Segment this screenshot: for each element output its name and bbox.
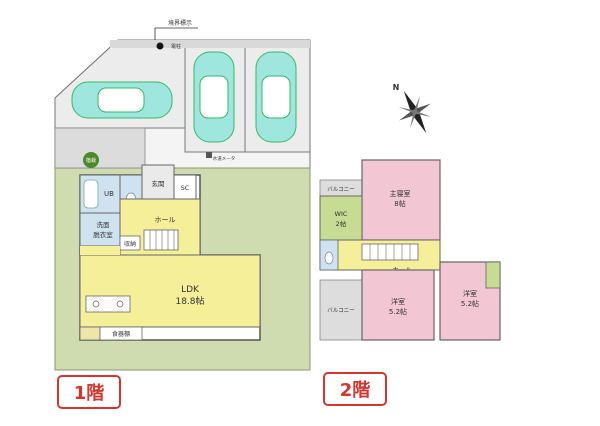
floor1-badge: 1階 [57,375,121,409]
ldk [79,254,261,328]
storage-label: 収納 [124,240,136,248]
wic-label: WIC [335,210,348,218]
boundary-marker-label: 境界標示 [168,19,192,27]
floor2-badge: 2階 [323,372,387,406]
tree-icon [83,152,99,168]
western-room-2-size: 5.2帖 [461,299,479,308]
compass-north-label: N [393,83,400,92]
entrance-label: 玄関 [152,179,165,188]
stairs [143,229,179,251]
wic [319,195,363,241]
ldk-size-label: 18.8帖 [175,295,204,307]
compass [398,90,432,134]
approach-paving [54,127,146,169]
toilet-icon [324,251,334,265]
pole-label: 電柱 [171,43,181,50]
floor1-house: UB 洗面 脱衣室 玄関 SC ホール 収納 LDK 18 [79,164,261,341]
shoes-closet-label: SC [181,184,190,192]
ldk-label: LDK [181,285,200,295]
washroom-label-1: 洗面 [97,220,111,229]
bathtub-icon [83,179,99,209]
master-bedroom-size: 8帖 [394,199,405,208]
storage [119,235,141,251]
pantry [99,326,143,341]
western-room-1-size: 5.2帖 [389,307,407,316]
bath-label: UB [104,190,114,198]
floor2-stairs [361,243,419,261]
wic-size: 2帖 [336,219,347,228]
pantry-box [79,326,101,341]
master-bedroom-label: 主寝室 [390,189,411,198]
western-room-1-label: 洋室 [391,297,405,306]
entrance [141,164,175,200]
washroom [79,212,121,247]
water-meter-icon [206,152,212,158]
pantry-label: 食器棚 [112,330,130,338]
road-edge [110,40,310,48]
floor2: バルコニー バルコニー 主寝室 8帖 WIC 2帖 ホール 洋室 5.2帖 [319,159,501,341]
western-room-2-label: 洋室 [463,289,477,298]
car-icon [193,51,235,143]
car-icon [255,51,297,143]
washroom-label-2: 脱衣室 [93,230,113,239]
balcony-bottom [319,279,363,341]
hall-label: ホール [155,216,176,224]
car-icon [71,81,173,119]
kitchen-counter [85,295,131,313]
balcony-top-label: バルコニー [327,186,354,193]
water-meter-label: 水道メータ [213,155,236,162]
pole-icon [156,42,164,50]
western-room-1 [361,269,435,341]
tree-label: 植栽 [86,157,96,164]
balcony-bottom-label: バルコニー [327,307,354,314]
western-room-2-closet [485,261,501,289]
master-bedroom [361,159,441,241]
